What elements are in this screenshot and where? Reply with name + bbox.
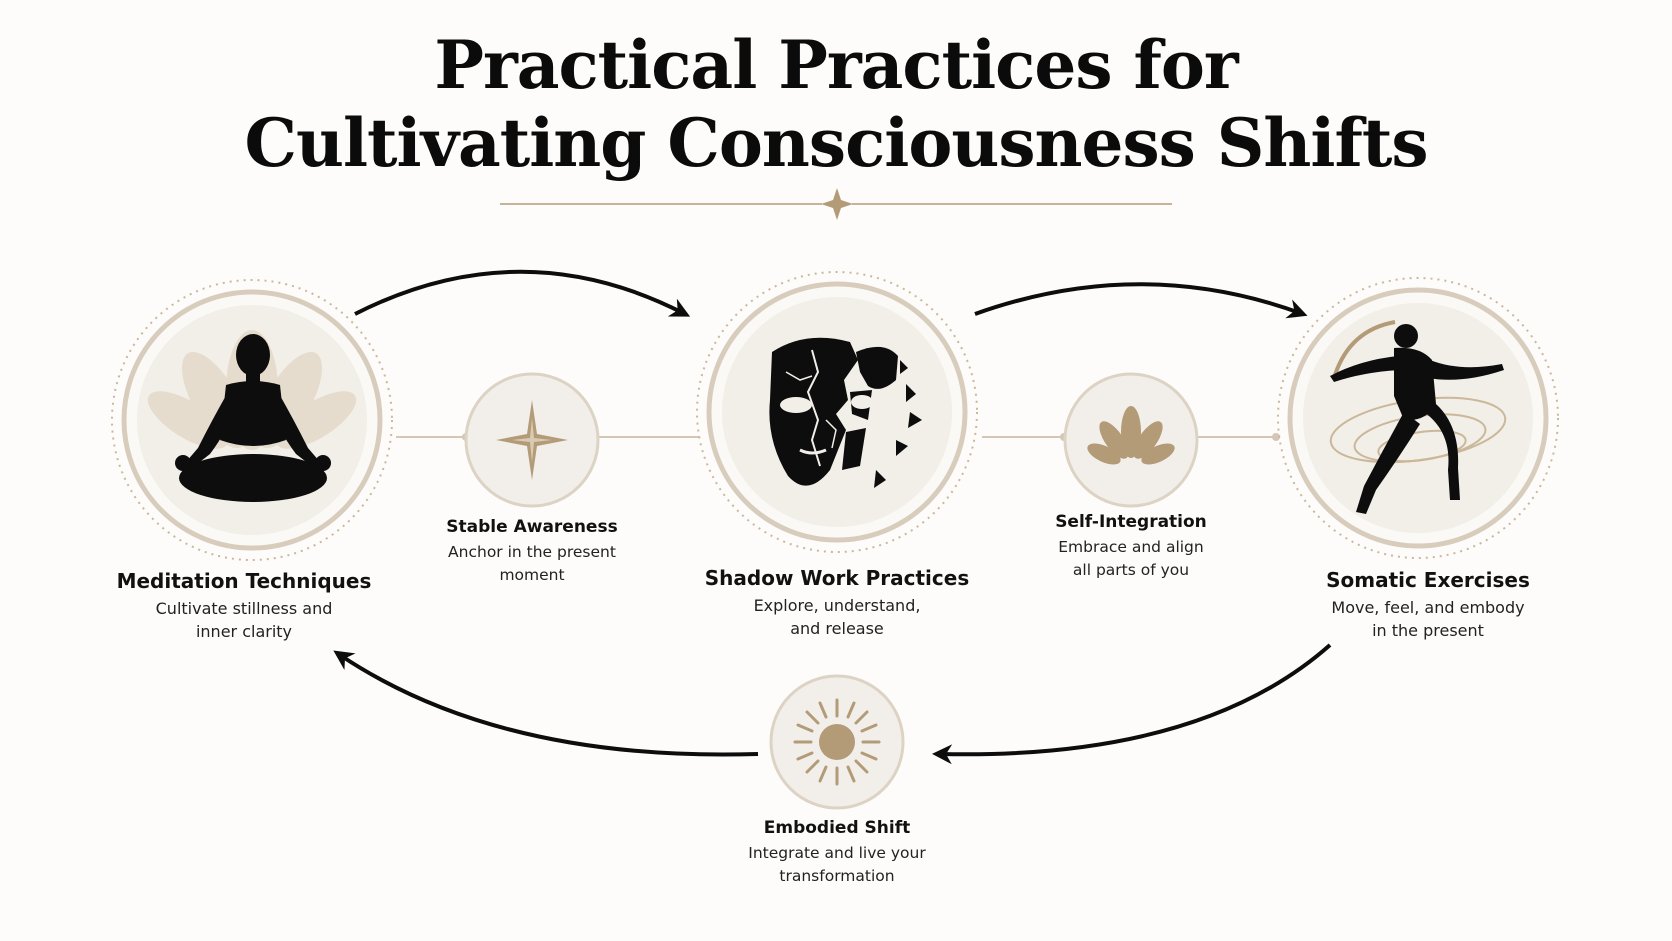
self-integration-desc-1: Embrace and align: [1058, 538, 1204, 556]
embodied-shift-node: [769, 674, 905, 810]
meditation-desc-1: Cultivate stillness and: [155, 599, 333, 618]
embodied-shift-desc-2: transformation: [779, 867, 895, 885]
somatic-node: [1277, 277, 1559, 559]
embodied-shift-desc-1: Integrate and live your: [748, 844, 926, 862]
broken-mask-icon: [769, 337, 922, 488]
sun-icon: [793, 698, 881, 786]
meditation-label: Meditation Techniques Cultivate stillnes…: [84, 569, 404, 643]
shadow-node: [696, 271, 978, 553]
stable-awareness-title: Stable Awareness: [446, 517, 618, 537]
meditation-figure-icon: [147, 330, 357, 502]
divider-star-icon: [821, 188, 853, 220]
shadow-title: Shadow Work Practices: [704, 566, 970, 590]
meditation-desc-2: inner clarity: [195, 622, 293, 641]
arrow-embodied-to-meditation: [333, 650, 759, 757]
meditation-title: Meditation Techniques: [116, 569, 372, 593]
embodied-shift-title: Embodied Shift: [763, 818, 911, 838]
dancing-figure-icon: [1329, 320, 1507, 514]
self-integration-title: Self-Integration: [1055, 512, 1207, 532]
self-integration-desc-2: all parts of you: [1072, 561, 1190, 579]
lotus-icon: [1087, 406, 1175, 465]
arrow-somatic-to-embodied: [932, 643, 1332, 765]
shadow-desc-2: and release: [790, 619, 884, 638]
self-integration-label: Self-Integration Embrace and align all p…: [971, 512, 1291, 582]
self-integration-node: [1063, 372, 1199, 508]
stable-awareness-desc-1: Anchor in the present: [448, 543, 616, 561]
stable-awareness-node: [464, 372, 600, 508]
embodied-shift-label: Embodied Shift Integrate and live your t…: [677, 818, 997, 888]
somatic-label: Somatic Exercises Move, feel, and embody…: [1268, 568, 1588, 642]
arrow-meditation-to-shadow: [354, 269, 691, 317]
arrow-shadow-to-somatic: [974, 282, 1308, 319]
somatic-title: Somatic Exercises: [1326, 568, 1530, 592]
page-title-line-1: Practical Practices for: [434, 26, 1238, 104]
somatic-desc-1: Move, feel, and embody: [1331, 598, 1525, 617]
meditation-node: [111, 279, 393, 561]
page-title-line-2: Cultivating Consciousness Shifts: [244, 104, 1428, 182]
stable-awareness-label: Stable Awareness Anchor in the present m…: [372, 517, 692, 587]
title-divider: [500, 188, 1172, 220]
shadow-desc-1: Explore, understand,: [753, 596, 921, 615]
somatic-desc-2: in the present: [1372, 621, 1484, 640]
stable-awareness-desc-2: moment: [499, 566, 565, 584]
shadow-label: Shadow Work Practices Explore, understan…: [677, 566, 997, 640]
